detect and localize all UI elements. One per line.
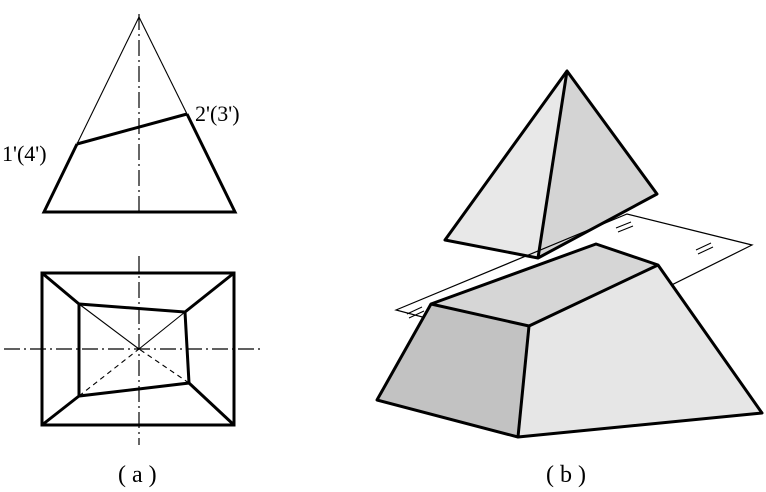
apex-face-right [538,71,657,258]
edge-top-right [184,271,235,314]
section-quadrilateral [77,302,191,398]
parallel-mark-right [695,242,714,255]
edge-top-left [41,271,80,306]
frustum-front-edge [516,325,531,438]
edge-bottom-right [187,381,236,427]
diagonal-bottom-right-hidden [138,348,190,384]
diagonal-top-left [78,303,140,350]
apex-construction-left [76,16,140,145]
parallel-mark-top [615,221,634,233]
apex-front-edge [536,70,569,259]
figure-a: 1'(4') 2'(3') ( a ) [2,14,262,488]
edge-bottom-left [41,394,80,427]
frustum-outline [375,242,764,439]
caption-b: ( b ) [546,462,586,488]
top-view [4,256,262,445]
apex-construction-right [138,16,188,115]
frustum-outline [41,113,238,214]
removed-apex-pyramid [443,69,659,260]
diagonal-top-right [138,311,186,350]
parallel-mark-left [406,306,425,319]
cutting-plane-trace [76,112,188,146]
front-view: 1'(4') 2'(3') [2,14,240,214]
label-point-2-3: 2'(3') [195,101,240,126]
frustum-face-right [518,265,762,437]
caption-a: ( a ) [118,462,157,488]
figure-b: ( b ) [375,69,764,488]
frustum-section-face [431,244,658,326]
frustum-solid [375,242,764,439]
base-rectangle [40,271,236,427]
apex-face-left [445,71,567,258]
frustum-face-left [377,304,529,437]
label-point-1-4: 1'(4') [2,141,47,166]
diagonal-bottom-left-hidden [78,348,140,397]
